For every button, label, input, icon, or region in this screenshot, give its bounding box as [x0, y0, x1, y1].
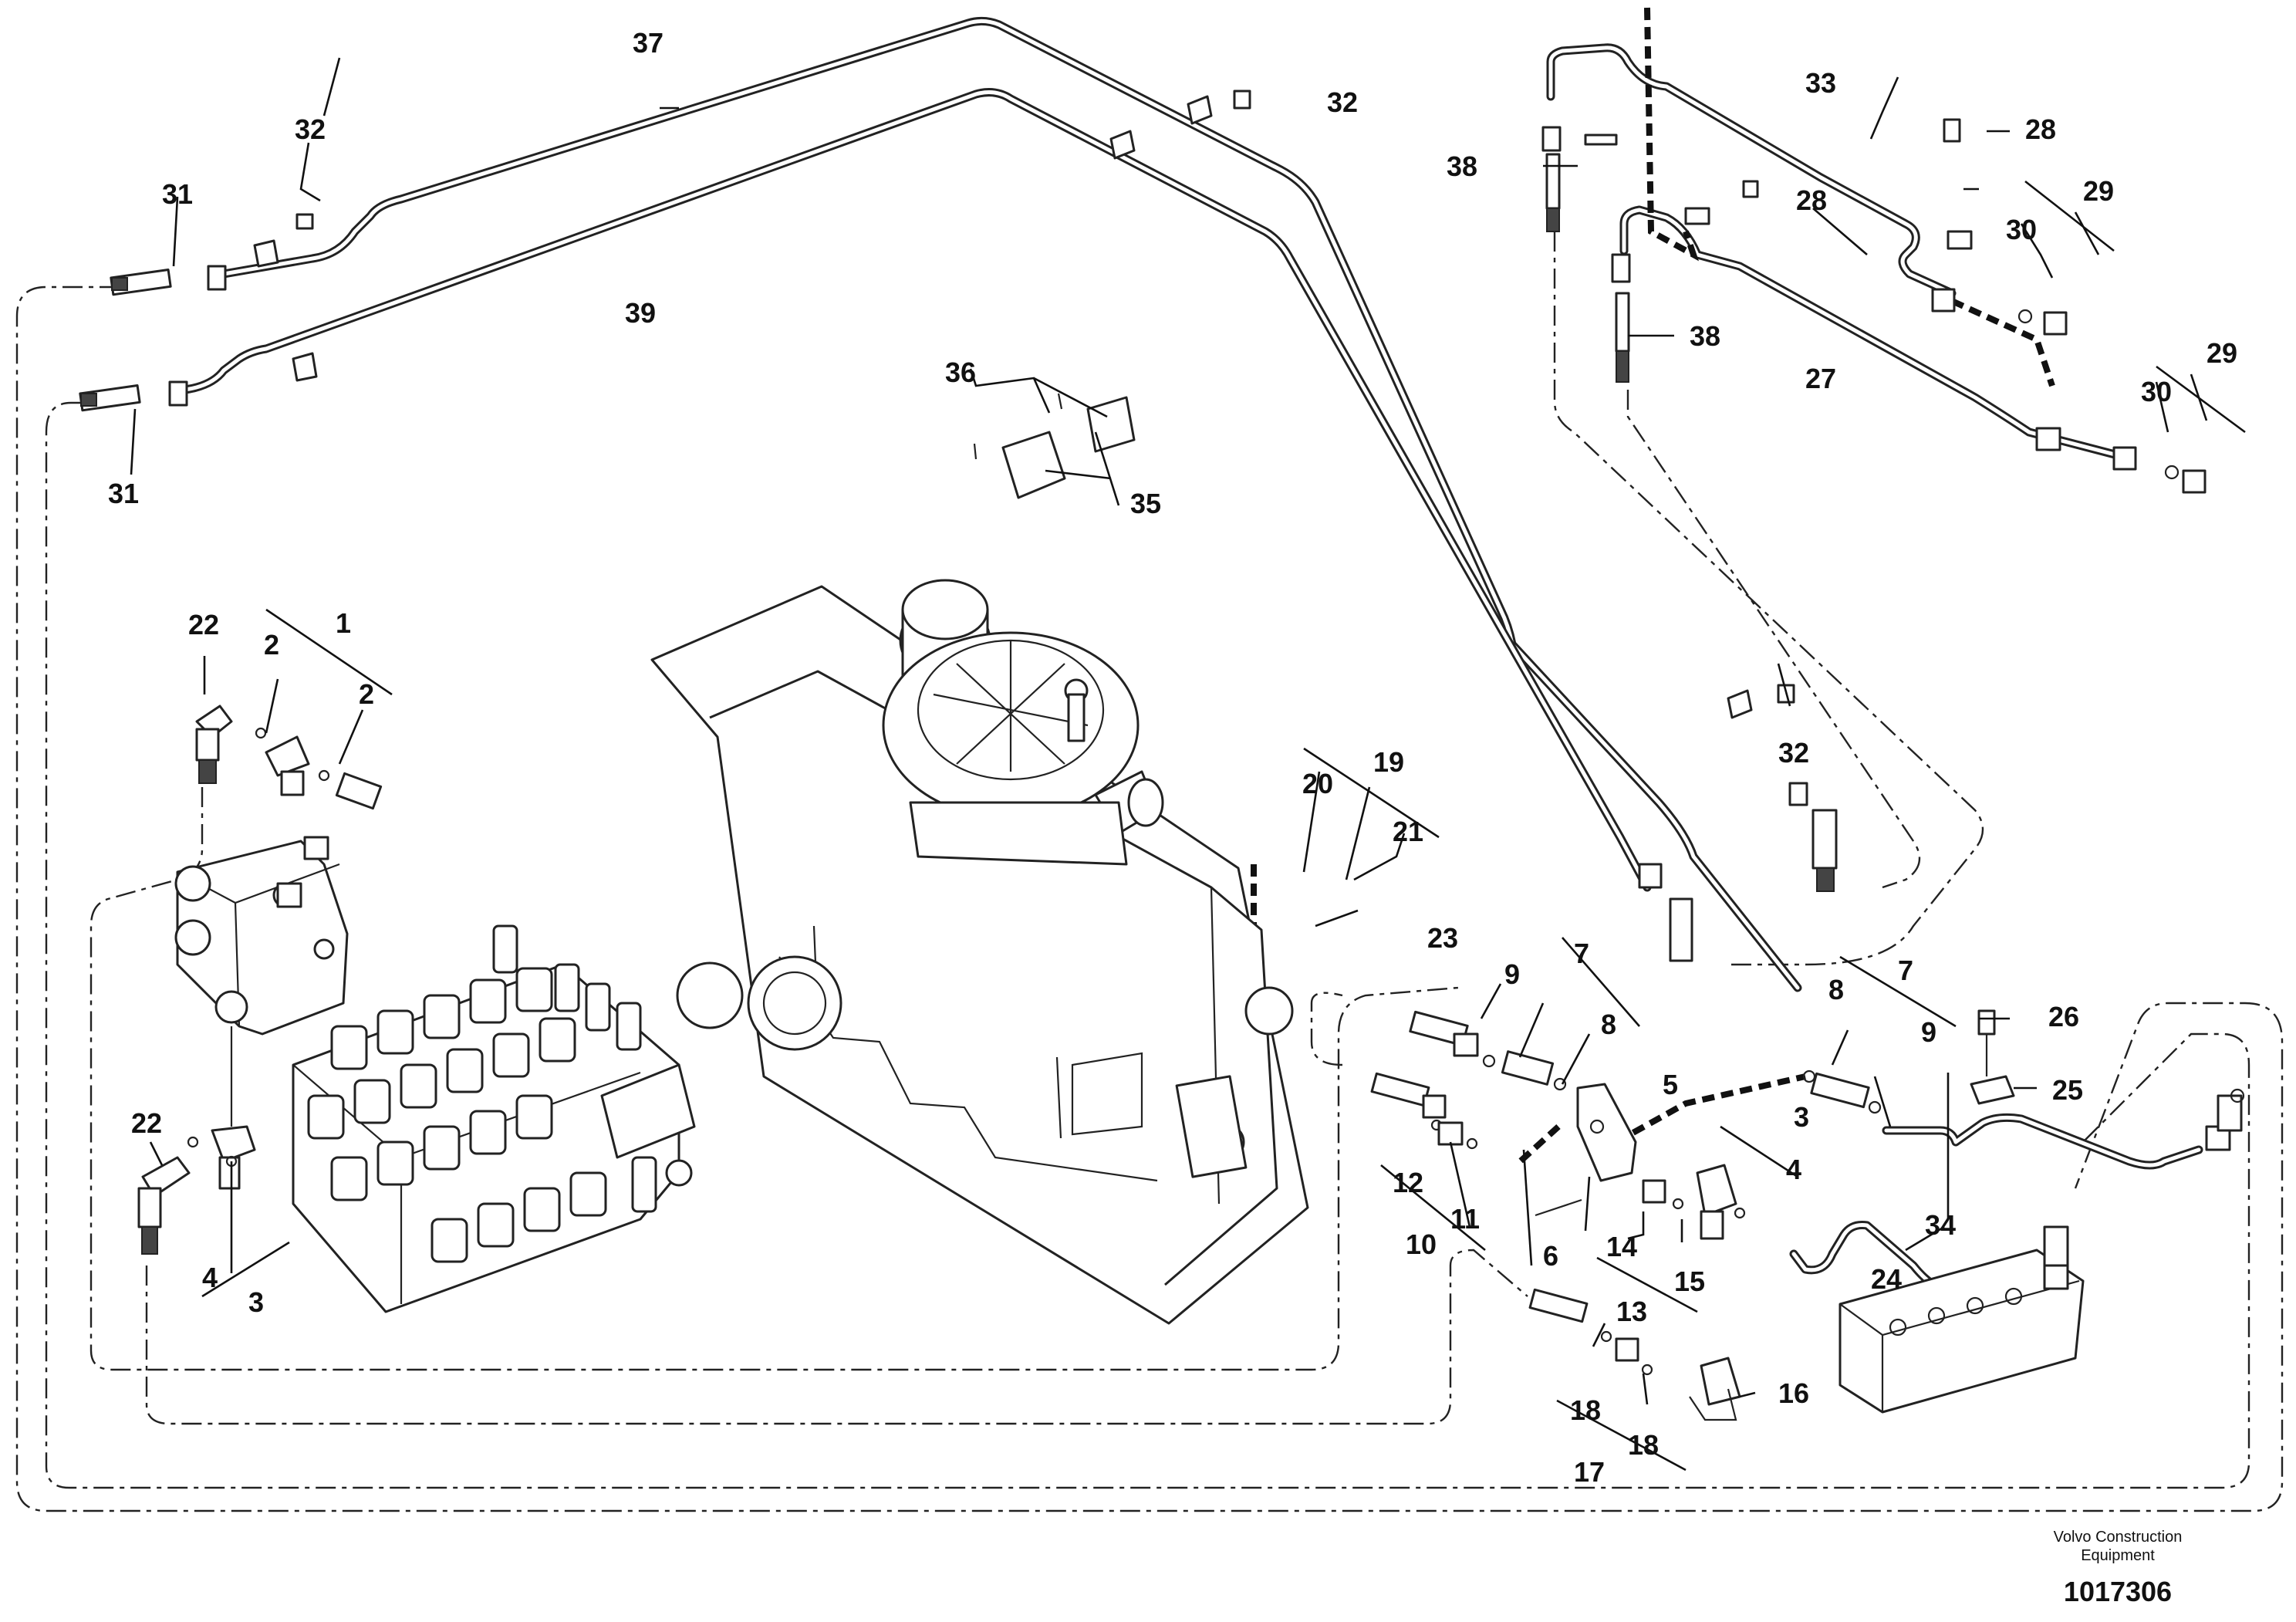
callout-6: 6 — [1543, 1240, 1558, 1272]
callout-30-bottom: 30 — [2141, 376, 2172, 407]
callout-15: 15 — [1674, 1265, 1705, 1297]
callout-3-right: 3 — [1794, 1101, 1809, 1133]
control-valve-block — [292, 924, 696, 1313]
callout-34: 34 — [1925, 1209, 1956, 1241]
callout-1: 1 — [336, 607, 351, 639]
figure-id: 1017306 — [2064, 1576, 2172, 1607]
callout-4-left: 4 — [202, 1262, 218, 1293]
callout-33: 33 — [1805, 67, 1836, 99]
callout-21: 21 — [1393, 816, 1423, 847]
callout-10: 10 — [1406, 1228, 1437, 1260]
callout-9-right: 9 — [1921, 1016, 1936, 1048]
callout-38-top: 38 — [1447, 150, 1477, 182]
callout-26: 26 — [2048, 1001, 2079, 1032]
callout-28-top: 28 — [2025, 113, 2056, 145]
callout-7-left: 7 — [1574, 938, 1589, 969]
callout-29-bottom: 29 — [2207, 337, 2237, 369]
leader-lines — [130, 57, 2208, 1405]
pipe-39 — [181, 88, 1652, 892]
hydraulic-tank — [650, 579, 1309, 1325]
footer-credit: Volvo Construction Equipment 1017306 — [2054, 1529, 2183, 1607]
relays — [973, 393, 1136, 499]
hoses — [1225, 7, 2055, 1168]
callout-2-upper: 2 — [264, 629, 279, 661]
callout-25: 25 — [2052, 1074, 2083, 1106]
pipe-37 — [219, 16, 1802, 992]
callout-19: 19 — [1373, 746, 1404, 778]
callout-18-right: 18 — [1628, 1429, 1659, 1461]
callout-8-right: 8 — [1828, 974, 1844, 1005]
callout-30-top: 30 — [2006, 214, 2037, 245]
callout-31-bottom: 31 — [108, 478, 139, 509]
callout-12: 12 — [1393, 1167, 1423, 1198]
pipe-27 — [1619, 205, 2122, 460]
callout-9-left: 9 — [1504, 958, 1520, 990]
callout-29-top: 29 — [2083, 175, 2114, 207]
credit-line-2: Equipment — [2081, 1547, 2155, 1564]
callout-31-top: 31 — [162, 178, 193, 210]
callout-7-right: 7 — [1898, 955, 1913, 986]
callout-23: 23 — [1427, 922, 1458, 954]
callout-14: 14 — [1606, 1231, 1637, 1262]
center-right-fittings — [1370, 1009, 2245, 1421]
callout-2-lower: 2 — [359, 678, 374, 710]
fittings-right — [1541, 118, 2207, 962]
group-brackets — [201, 180, 2246, 1472]
callout-16: 16 — [1778, 1377, 1809, 1409]
callout-3-left: 3 — [248, 1286, 264, 1318]
callout-11: 11 — [1450, 1203, 1480, 1235]
callout-32-right: 32 — [1778, 737, 1809, 769]
callout-36: 36 — [945, 357, 976, 388]
callout-32-top: 32 — [1327, 86, 1358, 118]
callout-38-mid: 38 — [1690, 320, 1720, 352]
callout-20: 20 — [1302, 768, 1333, 799]
credit-line-1: Volvo Construction — [2054, 1529, 2183, 1546]
callout-17: 17 — [1574, 1456, 1605, 1488]
callout-22-top: 22 — [188, 609, 219, 640]
callout-22-bottom: 22 — [131, 1107, 162, 1139]
callout-24: 24 — [1871, 1263, 1902, 1295]
fittings-left — [79, 90, 1795, 1255]
pipe-34 — [1882, 1113, 2203, 1170]
callout-28-mid: 28 — [1796, 184, 1827, 216]
callout-18-left: 18 — [1570, 1394, 1601, 1426]
callout-39: 39 — [625, 297, 656, 329]
callout-37: 37 — [633, 27, 663, 59]
callout-32-left: 32 — [295, 113, 326, 145]
callout-35: 35 — [1130, 488, 1161, 519]
callout-5: 5 — [1663, 1069, 1678, 1100]
callout-27: 27 — [1805, 363, 1836, 394]
callout-8-left: 8 — [1601, 1009, 1616, 1040]
pipe-33 — [1546, 43, 1957, 298]
callouts: 37 32 32 31 39 31 36 35 33 28 28 38 38 2… — [108, 27, 2237, 1488]
callout-4-right: 4 — [1786, 1154, 1801, 1185]
left-manifold — [174, 836, 349, 1127]
callout-13: 13 — [1616, 1296, 1647, 1327]
